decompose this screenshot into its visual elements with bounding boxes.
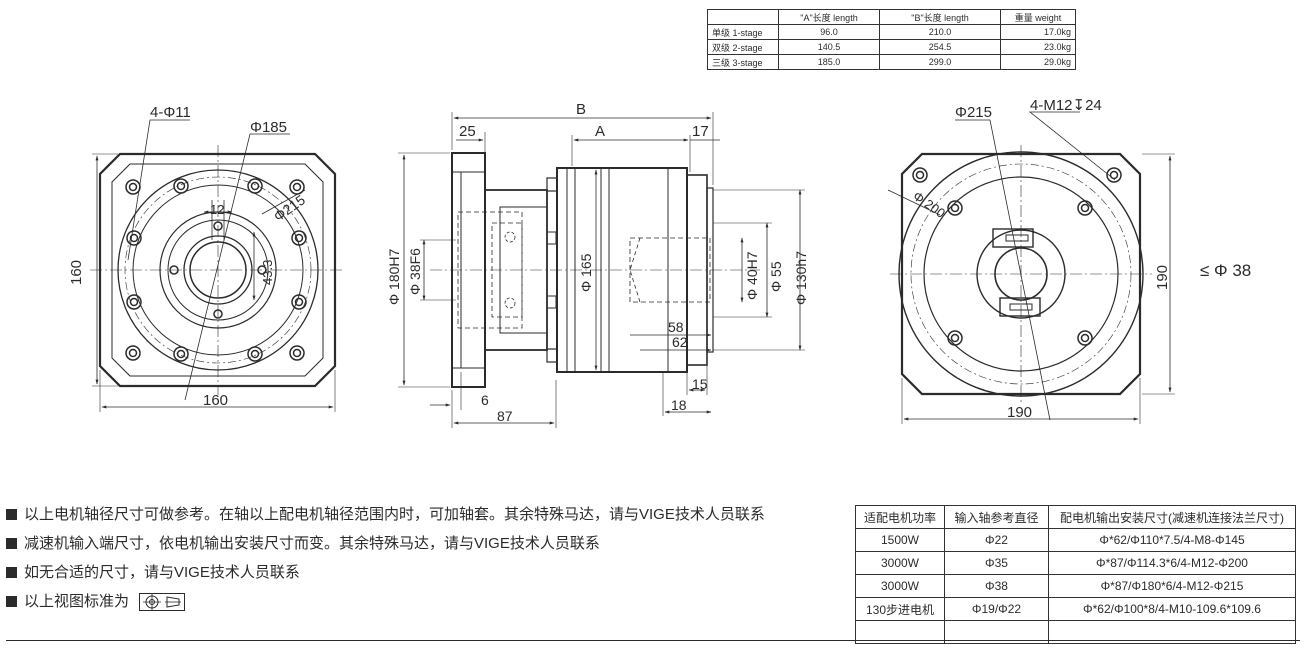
circle-dia-label: Φ215 bbox=[271, 191, 309, 224]
dim-130h7-label: Φ 130h7 bbox=[793, 251, 809, 305]
height-dimension: 190 bbox=[1154, 265, 1171, 290]
gearbox-drawing: 4-Φ11 Φ185 Φ215 12 43.3 160 160 bbox=[68, 97, 1251, 428]
list-item: 以上电机轴径尺寸可做参考。在轴以上配电机轴径范围内时，可加轴套。其余特殊马达，请… bbox=[6, 500, 765, 529]
dim-38f6-label: Φ 38F6 bbox=[407, 248, 423, 295]
list-item: 减速机输入端尺寸，依电机输出安装尺寸而变。其余特殊马达，请与VIGE技术人员联系 bbox=[6, 529, 765, 558]
list-item: 如无合适的尺寸，请与VIGE技术人员联系 bbox=[6, 558, 765, 587]
divider bbox=[6, 640, 1300, 641]
width-dimension: 160 bbox=[203, 392, 228, 409]
table-row: 3000W Φ38 Φ*87/Φ180*6/4-M12-Φ215 bbox=[855, 574, 1296, 598]
bullet-square-icon bbox=[6, 509, 17, 520]
motor-adapter-table: 适配电机功率 输入轴参考直径 配电机输出安装尺寸(减速机连接法兰尺寸) 1500… bbox=[855, 505, 1296, 644]
pcd-label: Φ185 bbox=[250, 119, 287, 136]
projection-symbol-icon bbox=[139, 592, 186, 611]
dim-62-label: 62 bbox=[672, 334, 688, 350]
dim-15-label: 15 bbox=[692, 376, 708, 392]
max-shaft-label: ≤ Φ 38 bbox=[1200, 261, 1251, 280]
dim-6-label: 6 bbox=[481, 392, 489, 408]
width-dimension: 190 bbox=[1007, 404, 1032, 421]
table-row: 130步进电机 Φ19/Φ22 Φ*62/Φ100*8/4-M10-109.6*… bbox=[855, 597, 1296, 621]
circle-dia-label: Φ215 bbox=[955, 104, 992, 121]
table-header-row: 适配电机功率 输入轴参考直径 配电机输出安装尺寸(减速机连接法兰尺寸) bbox=[855, 505, 1296, 529]
dim-58-label: 58 bbox=[668, 319, 684, 335]
square-flange-outline bbox=[900, 152, 1142, 396]
list-item: 以上视图标准为 bbox=[6, 587, 765, 616]
dim-25-label: 25 bbox=[459, 123, 476, 140]
table-header-row: "A"长度 length "B"长度 length 重量 weight bbox=[707, 9, 1076, 25]
input-flange-view bbox=[90, 119, 345, 412]
dim-B-label: B bbox=[576, 101, 586, 118]
threaded-holes bbox=[912, 167, 1122, 346]
length-weight-table: "A"长度 length "B"长度 length 重量 weight 单级 1… bbox=[707, 9, 1076, 70]
table-row: 三级 3-stage 185.0 299.0 29.0kg bbox=[707, 54, 1076, 70]
table-row: 1500W Φ22 Φ*62/Φ110*7.5/4-M8-Φ145 bbox=[855, 528, 1296, 552]
bolt-holes bbox=[125, 178, 307, 362]
dim-180h7-label: Φ 180H7 bbox=[386, 248, 402, 305]
output-flange-view bbox=[887, 111, 1175, 424]
bullet-square-icon bbox=[6, 567, 17, 578]
bolt-hole-label: 4-Φ11 bbox=[150, 104, 191, 121]
dim-18-label: 18 bbox=[671, 397, 687, 413]
key-height-label: 43.3 bbox=[260, 260, 275, 285]
side-section-view bbox=[398, 112, 805, 428]
height-dimension: 160 bbox=[68, 260, 85, 285]
table-row: 3000W Φ35 Φ*87/Φ114.3*6/4-M12-Φ200 bbox=[855, 551, 1296, 575]
dim-40h7-label: Φ 40H7 bbox=[744, 251, 760, 300]
dim-87-label: 87 bbox=[497, 408, 513, 424]
notes-list: 以上电机轴径尺寸可做参考。在轴以上配电机轴径范围内时，可加轴套。其余特殊马达，请… bbox=[6, 500, 765, 616]
bullet-square-icon bbox=[6, 596, 17, 607]
dim-165-label: Φ 165 bbox=[578, 253, 594, 292]
thread-label: 4-M12↧24 bbox=[1030, 97, 1102, 114]
bullet-square-icon bbox=[6, 538, 17, 549]
dim-17-label: 17 bbox=[692, 123, 709, 140]
dim-55-label: Φ 55 bbox=[768, 261, 784, 292]
key-width-label: 12 bbox=[210, 202, 224, 217]
square-flange-outline bbox=[98, 152, 337, 388]
dim-A-label: A bbox=[595, 123, 605, 140]
